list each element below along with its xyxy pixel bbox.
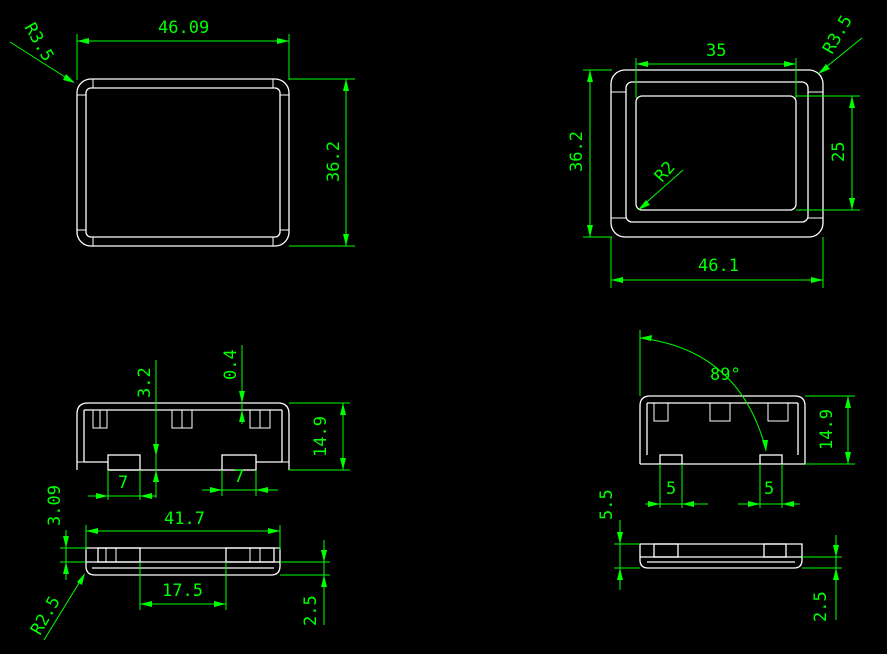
dim-text-r3-5-right: R3.5 [819, 12, 857, 57]
dim-front-right-tab-right: 5 [738, 464, 800, 508]
dim-top-inner-height-inner: 25 [796, 95, 860, 211]
view-top-inner [610, 69, 824, 238]
dim-text-2-5-left: 2.5 [301, 595, 321, 626]
dim-front-left-tab-left: 7 [88, 470, 156, 500]
dim-top-outer-height: 36.2 [289, 78, 355, 247]
dim-text-46-09: 46.09 [158, 18, 209, 38]
dim-text-3-2: 3.2 [135, 367, 155, 398]
dim-top-inner-height-outer: 36.2 [567, 69, 612, 238]
dim-text-36-2-right: 36.2 [567, 131, 587, 172]
dim-text-7-right: 7 [234, 467, 244, 487]
dim-lid-right-lip: 5.5 [597, 489, 640, 590]
dim-text-89-deg: 89° [710, 365, 741, 385]
dim-front-right-tab-left: 5 [645, 464, 708, 508]
dim-text-5-5: 5.5 [597, 489, 617, 520]
dim-text-36-2-left: 36.2 [324, 141, 344, 182]
dim-lid-left-lip: 3.09 [45, 485, 86, 580]
dim-text-35: 35 [706, 41, 726, 61]
dim-text-3-09: 3.09 [45, 485, 65, 526]
dim-lid-left-thickness: 2.5 [280, 540, 330, 626]
dim-text-5-right: 5 [764, 479, 774, 499]
dim-front-right-angle: 89° [639, 330, 768, 452]
dim-text-r3-5-left: R3.5 [20, 20, 58, 65]
dim-lid-left-width: 41.7 [85, 509, 281, 550]
dim-text-17-5: 17.5 [162, 581, 203, 601]
view-front-left [76, 402, 290, 471]
dim-text-14-9-left: 14.9 [311, 416, 331, 457]
dim-lid-left-radius: R2.5 [27, 573, 85, 641]
dim-front-left-tab-right: 7 [202, 467, 278, 496]
dim-text-0-4: 0.4 [221, 349, 241, 380]
dim-front-left-rib: 3.2 [135, 360, 159, 498]
dim-top-inner-total-width: 46.1 [610, 237, 824, 288]
dim-text-7-left: 7 [118, 473, 128, 493]
view-front-right [639, 395, 806, 465]
dim-text-r2: R2 [651, 158, 680, 187]
dim-top-inner-radius-inner: R2 [638, 158, 684, 210]
dim-top-inner-width: 35 [635, 41, 797, 98]
dim-text-5-left: 5 [666, 479, 676, 499]
dim-front-right-height: 14.9 [805, 395, 855, 465]
dim-top-inner-radius-outer: R3.5 [818, 12, 863, 74]
dim-front-left-gap: 0.4 [221, 345, 245, 424]
dim-text-14-9-right: 14.9 [817, 409, 837, 450]
dim-text-41-7: 41.7 [164, 509, 205, 529]
view-top-outer [76, 78, 290, 247]
view-lid-right [639, 543, 803, 569]
dim-text-2-5-right: 2.5 [811, 591, 831, 622]
dim-text-25: 25 [829, 142, 849, 162]
dim-top-outer-radius: R3.5 [9, 20, 75, 83]
dim-lid-right-thickness: 2.5 [802, 535, 842, 622]
dim-text-46-1: 46.1 [698, 256, 739, 276]
dim-top-outer-width: 46.09 [76, 18, 290, 80]
dim-front-left-height: 14.9 [289, 402, 350, 471]
view-lid-left [85, 547, 281, 576]
dim-lid-left-inner: 17.5 [139, 562, 227, 610]
